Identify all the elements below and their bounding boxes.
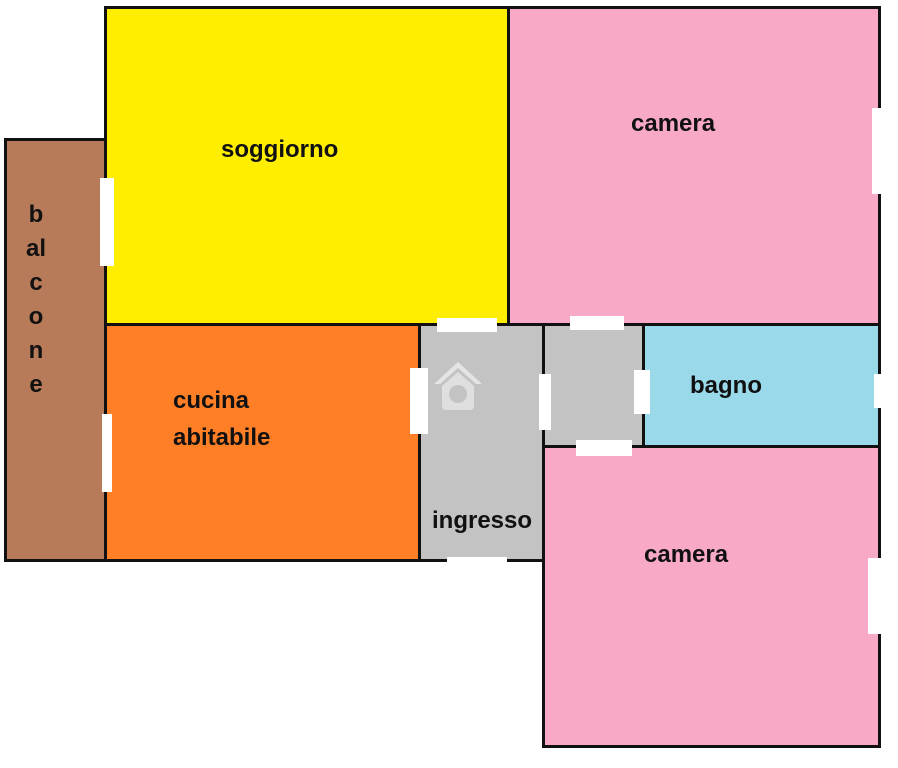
window-bedroom-bottom-east (868, 558, 888, 634)
window-bathroom-east (874, 374, 890, 408)
house-logo-icon (434, 362, 482, 410)
room-bedroom-bottom (542, 445, 881, 748)
door-kitchen-entrance (410, 368, 428, 434)
door-hallway-bathroom (634, 370, 650, 414)
room-living (104, 6, 510, 328)
room-entrance (418, 323, 545, 562)
door-hallway-bedroom-bottom (576, 440, 632, 456)
bedroom-bottom-label: camera (644, 541, 729, 568)
kitchen-label: cucina abitabile (173, 387, 271, 451)
main-entrance-door (447, 557, 507, 567)
room-kitchen (104, 323, 422, 562)
room-hallway (542, 323, 645, 449)
bathroom-label: bagno (690, 372, 762, 399)
door-living-entrance (437, 318, 497, 332)
bedroom-top-label: camera (631, 110, 716, 137)
window-kitchen-west (102, 414, 112, 492)
balcony-label: balcone (25, 201, 46, 398)
room-balcony (4, 138, 108, 562)
door-entrance-hallway (539, 374, 551, 430)
living-label: soggiorno (221, 136, 339, 163)
window-living-west (100, 178, 114, 266)
window-bedroom-top-east (872, 108, 890, 194)
door-hallway-bedroom-top (570, 316, 624, 330)
entrance-label: ingresso (432, 507, 533, 534)
room-bedroom-top (507, 6, 881, 328)
